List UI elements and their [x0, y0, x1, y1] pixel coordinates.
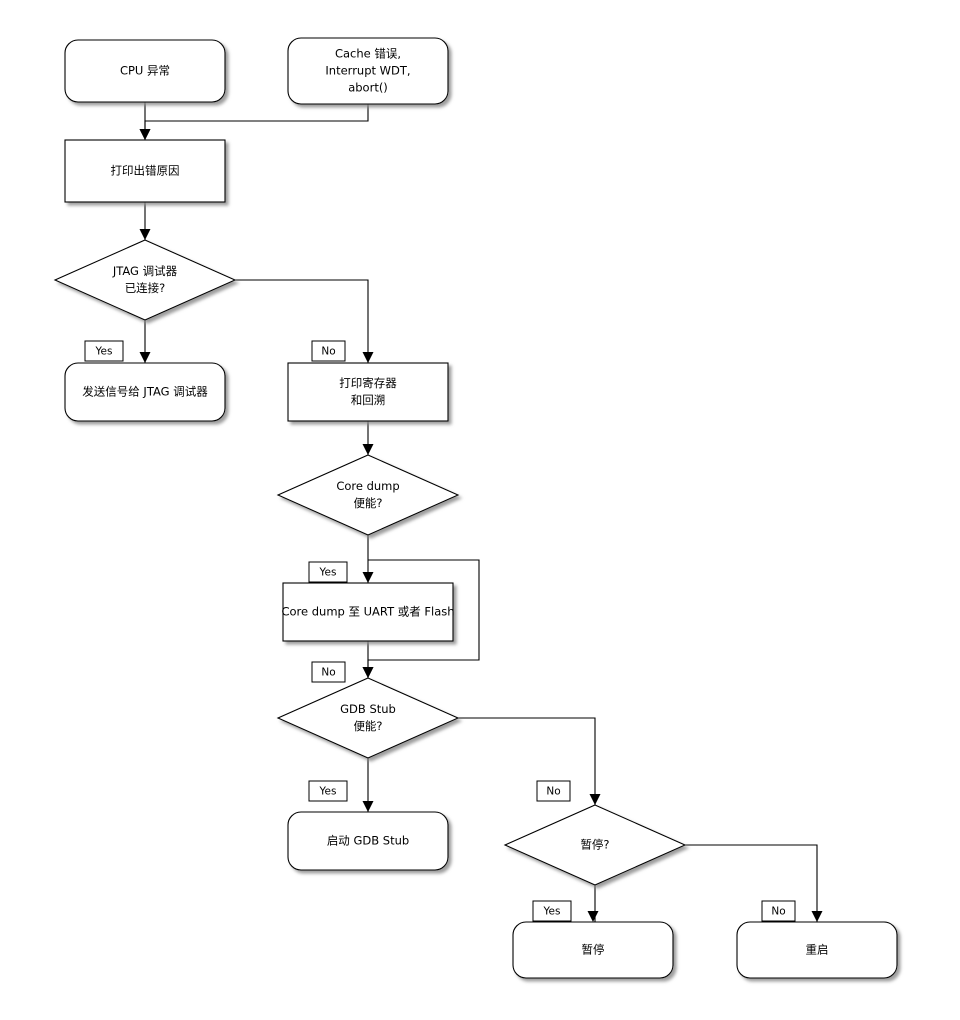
node-shape-rect: [64, 139, 226, 203]
edge-print-registers-to-coredump-decision: [362, 421, 374, 455]
node-label: 打印寄存器: [339, 376, 397, 390]
edge-label-box: [308, 780, 348, 802]
node-shape-rounded-rect: [64, 39, 226, 103]
node-label: 发送信号给 JTAG 调试器: [82, 385, 208, 399]
node-label: abort(): [348, 81, 388, 95]
node-label: 暂停: [582, 943, 605, 957]
edge-label-text: Yes: [319, 567, 337, 579]
node-shape-rounded-rect: [736, 921, 898, 979]
node-label: 已连接?: [125, 281, 166, 295]
arrow-head-icon: [362, 667, 374, 678]
edge-label-halt-no: No: [761, 900, 796, 922]
edge-path: [144, 104, 369, 140]
node-halt[interactable]: 暂停: [512, 921, 674, 979]
arrow-head-icon: [362, 352, 374, 363]
node-shape-diamond: [53, 239, 237, 321]
node-label: 暂停?: [580, 838, 609, 852]
node-label: GDB Stub: [340, 702, 396, 716]
arrow-head-icon: [811, 911, 823, 922]
edge-label-box: [311, 340, 346, 362]
arrow-head-icon: [362, 572, 374, 583]
edge-halt-no-to-reboot-node: [685, 844, 823, 922]
edge-label-box: [532, 900, 572, 922]
node-start-gdbstub[interactable]: 启动 GDB Stub: [287, 811, 449, 871]
node-label: 重启: [806, 943, 829, 957]
node-label: 便能?: [353, 719, 382, 733]
edge-label-halt-yes: Yes: [532, 900, 572, 922]
node-label: CPU 异常: [120, 64, 170, 78]
edge-label-text: No: [546, 786, 560, 798]
edge-path: [235, 279, 369, 363]
decision-coredump-enabled[interactable]: Core dump 便能?: [276, 454, 460, 536]
edge-label-jtag-no: No: [311, 340, 346, 362]
edge-cache-error-to-print-error: [139, 104, 369, 140]
node-shape-rect: [287, 362, 449, 422]
edge-halt-yes-to-halt-node: [587, 885, 599, 923]
edge-label-box: [761, 900, 796, 922]
arrow-head-icon: [139, 352, 151, 363]
node-shape-rounded-rect: [287, 37, 449, 105]
node-shape-rounded-rect: [287, 811, 449, 871]
node-label: Cache 错误,: [335, 47, 401, 61]
decision-gdbstub-enabled[interactable]: GDB Stub 便能?: [276, 677, 460, 759]
nodes-layer: CPU 异常 Cache 错误, Interrupt WDT, abort() 打印出错…: [53, 37, 898, 979]
node-label: Core dump: [336, 479, 399, 493]
arrow-head-icon: [139, 129, 151, 140]
node-label: 和回溯: [351, 393, 386, 407]
edge-label-gdbstub-yes: Yes: [308, 780, 348, 802]
arrow-head-icon: [362, 444, 374, 455]
edge-coredump-action-to-gdbstub-decision: [362, 641, 374, 678]
node-label: 便能?: [353, 496, 382, 510]
edge-label-gdbstub-no: No: [536, 780, 571, 802]
edge-label-coredump-yes: Yes: [308, 561, 348, 583]
node-label: 启动 GDB Stub: [327, 834, 409, 848]
edge-path: [685, 844, 818, 922]
node-shape-rounded-rect: [512, 921, 674, 979]
edge-label-text: No: [771, 906, 785, 918]
node-shape-diamond: [276, 677, 460, 759]
node-label: JTAG 调试器: [112, 264, 178, 278]
edge-jtag-yes-to-send-signal: [139, 320, 151, 363]
node-print-error-cause[interactable]: 打印出错原因: [64, 139, 226, 203]
edge-label-box: [84, 340, 124, 362]
edge-label-text: Yes: [543, 906, 561, 918]
edge-jtag-no-to-print-registers: [235, 279, 374, 363]
arrow-head-icon: [589, 794, 601, 805]
node-label: Interrupt WDT,: [325, 64, 410, 78]
arrow-head-icon: [362, 801, 374, 812]
node-cpu-exception[interactable]: CPU 异常: [64, 39, 226, 103]
node-shape-rounded-rect: [64, 362, 226, 422]
edge-gdbstub-no-to-halt-decision: [458, 717, 601, 805]
node-send-signal-to-jtag[interactable]: 发送信号给 JTAG 调试器: [64, 362, 226, 422]
node-cache-error[interactable]: Cache 错误, Interrupt WDT, abort(): [287, 37, 449, 105]
decision-halt[interactable]: 暂停?: [503, 804, 687, 886]
arrow-head-icon: [139, 229, 151, 240]
edge-label-text: Yes: [319, 786, 337, 798]
node-coredump-to-uart-or-flash[interactable]: Core dump 至 UART 或者 Flash: [281, 582, 455, 642]
node-label: Core dump 至 UART 或者 Flash: [281, 605, 454, 619]
node-shape-diamond: [276, 454, 460, 536]
node-shape-rect: [282, 582, 454, 642]
node-reboot[interactable]: 重启: [736, 921, 898, 979]
edges-layer: [139, 102, 823, 923]
edge-label-coredump-no: No: [311, 661, 346, 683]
edge-coredump-yes-to-dump-action: [362, 535, 374, 583]
edge-print-error-to-jtag-decision: [139, 202, 151, 240]
edge-label-text: No: [321, 346, 335, 358]
edge-label-box: [311, 661, 346, 683]
edge-path: [458, 717, 596, 805]
arrow-head-icon: [587, 911, 599, 922]
node-label: 打印出错原因: [111, 164, 180, 178]
edge-label-text: No: [321, 667, 335, 679]
edge-label-jtag-yes: Yes: [84, 340, 124, 362]
node-shape-diamond: [503, 804, 687, 886]
edge-label-text: Yes: [95, 346, 113, 358]
edge-label-box: [308, 561, 348, 583]
edge-gdbstub-yes-to-start-gdbstub: [362, 758, 374, 812]
edge-label-box: [536, 780, 571, 802]
